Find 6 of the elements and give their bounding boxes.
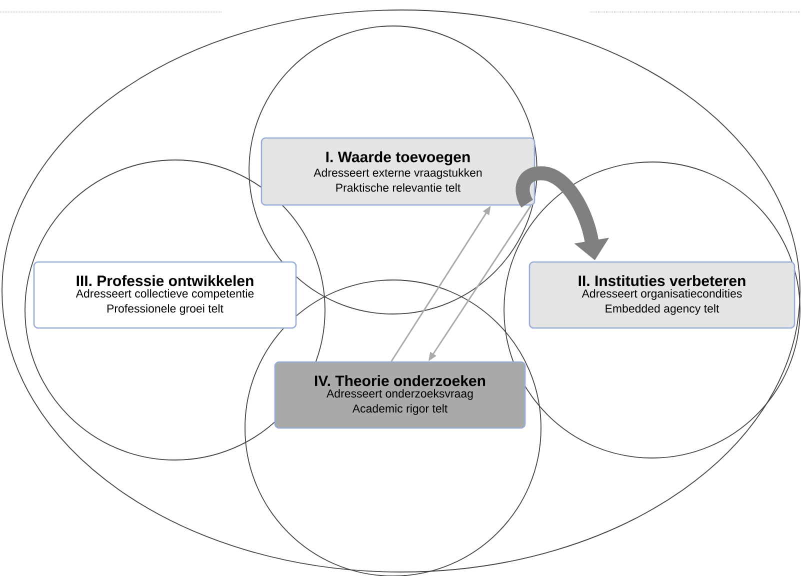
outer-ellipse — [2, 10, 800, 572]
circle-outline — [504, 162, 800, 458]
label-box: IV. Theorie onderzoeken Adresseert onderzoeksvraag Academic rigor telt — [274, 361, 526, 429]
label-box: II. Instituties verbeteren Adresseert organisatiecondities Embedded agency telt — [528, 261, 796, 329]
label-box: I. Waarde toevoegen Adresseert externe vraagstukken Praktische relevantie telt — [260, 137, 536, 206]
label-box: III. Professie ontwikkelen Adresseert collectieve competentie Professionele groei telt — [33, 261, 297, 329]
